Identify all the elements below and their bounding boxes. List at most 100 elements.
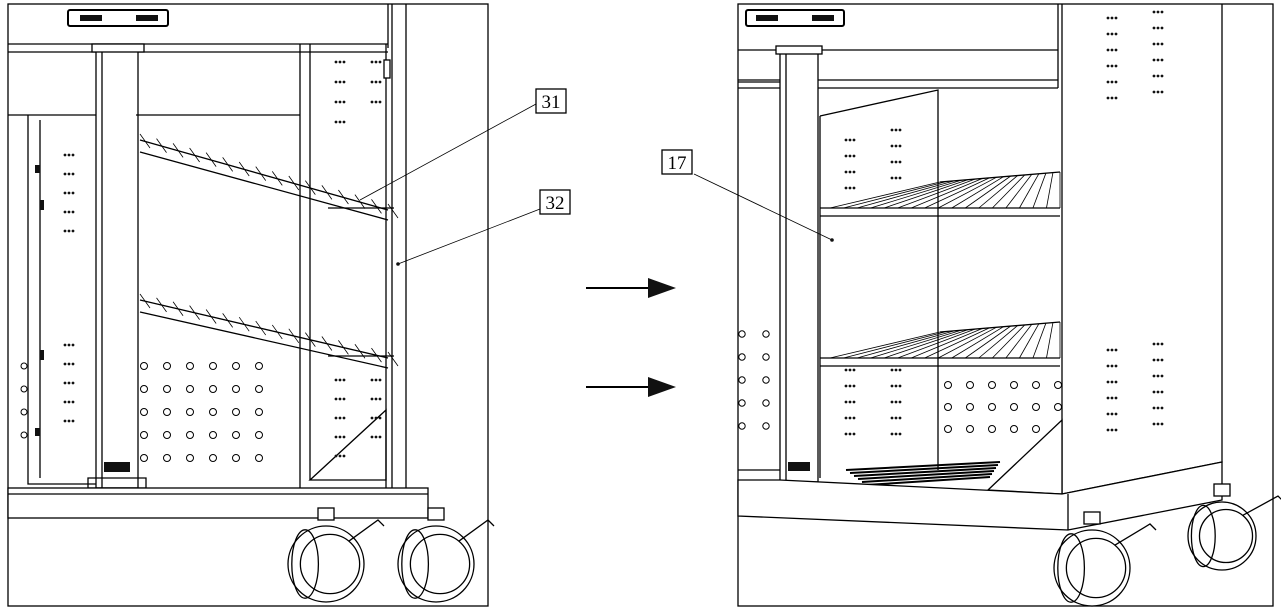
vent-dot [852, 170, 856, 174]
vent-dot [374, 100, 378, 104]
vent-dot [852, 432, 856, 436]
front-post [775, 45, 823, 483]
vent-dot [338, 416, 342, 420]
vent-dot [848, 186, 852, 190]
callout-label-17: 17 [668, 153, 687, 174]
vent-dot [71, 400, 75, 404]
wire-shelf-upper [820, 171, 1061, 217]
vent-dot [1114, 412, 1118, 416]
vent-dot [334, 60, 338, 64]
panel-hole [163, 385, 171, 393]
vent-dot [1160, 358, 1164, 362]
vent-dot [1106, 96, 1110, 100]
shelf-wire [1046, 322, 1054, 359]
shelf-wire [172, 143, 184, 158]
vent-dot [1152, 10, 1156, 14]
panel-hole [163, 408, 171, 416]
panel-hole [186, 408, 194, 416]
wire-shelf-lower [139, 293, 399, 369]
vent-dot [334, 397, 338, 401]
panel-hole [163, 454, 171, 462]
vent-dot [334, 378, 338, 382]
vent-dot [852, 186, 856, 190]
shelf-wire [951, 326, 1004, 359]
shelf-front-rail [139, 139, 389, 211]
vent-dot [898, 384, 902, 388]
vent-dot [374, 416, 378, 420]
vent-dot [334, 120, 338, 124]
vent-dot [898, 160, 902, 164]
vent-dot [67, 400, 71, 404]
panel-hole [1032, 381, 1040, 389]
wheel-hub [1190, 504, 1216, 568]
vent-dot [1110, 96, 1114, 100]
vent-dot [852, 154, 856, 158]
shelf-wire [911, 328, 983, 359]
vent-dot [338, 120, 342, 124]
shelf-wire [172, 301, 184, 316]
vent-dot [1160, 342, 1164, 346]
wheel-inner [1065, 537, 1127, 599]
vent-dot [852, 138, 856, 142]
caster-stem [1213, 483, 1231, 497]
vent-dot [1160, 42, 1164, 46]
vent-dot [63, 229, 67, 233]
vent-dot [894, 144, 898, 148]
shelf-wire [883, 179, 969, 209]
panel-before: 31 32 [7, 3, 571, 607]
base-platform [737, 461, 1223, 531]
wheel-outer [1053, 529, 1131, 607]
panel-hole [232, 385, 240, 393]
vent-dot [334, 80, 338, 84]
vent-dot [1114, 348, 1118, 352]
shelf-wire [924, 177, 990, 209]
shelf-wire [911, 178, 983, 209]
wheel-outer [1187, 501, 1257, 571]
transition-arrows [586, 278, 676, 397]
vent-dot [1152, 26, 1156, 30]
vent-dot [1156, 374, 1160, 378]
callout-label-31: 31 [542, 92, 561, 113]
vent-dot [1114, 428, 1118, 432]
vent-dot [67, 381, 71, 385]
panel-hole [1054, 403, 1062, 411]
vent-dot [848, 138, 852, 142]
panel-hole [966, 403, 974, 411]
vent-dot [890, 384, 894, 388]
vent-dot [342, 60, 346, 64]
panel-hole [738, 330, 746, 338]
shelf-wire [156, 297, 167, 313]
vent-dot [848, 170, 852, 174]
vent-dot [370, 416, 374, 420]
shelf-wire [205, 152, 217, 167]
left-door-panel [8, 114, 96, 485]
vent-dot [63, 191, 67, 195]
vent-dot [852, 368, 856, 372]
vent-dot [890, 160, 894, 164]
vent-dot [1110, 396, 1114, 400]
vent-dot [370, 435, 374, 439]
vent-dot [1110, 428, 1114, 432]
vent-dot [1156, 58, 1160, 62]
panel-hole [20, 408, 28, 416]
vent-dot [844, 138, 848, 142]
vent-dot [334, 454, 338, 458]
vent-dot [63, 362, 67, 366]
panel-hole [140, 408, 148, 416]
vent-dot [1156, 10, 1160, 14]
wheel-hub [1057, 533, 1086, 603]
vent-dot [1160, 422, 1164, 426]
vent-dot [898, 400, 902, 404]
shelf-wire [255, 166, 267, 181]
vent-dot [342, 100, 346, 104]
panel-hole [966, 381, 974, 389]
vent-dot [848, 154, 852, 158]
vent-dot [1110, 412, 1114, 416]
shelf-wire [255, 320, 267, 336]
vent-dot [71, 172, 75, 176]
right-side-panel [1061, 4, 1223, 495]
vent-dot [848, 416, 852, 420]
vent-dot [1106, 16, 1110, 20]
shelf-wire [338, 340, 349, 355]
vent-dot [1110, 364, 1114, 368]
